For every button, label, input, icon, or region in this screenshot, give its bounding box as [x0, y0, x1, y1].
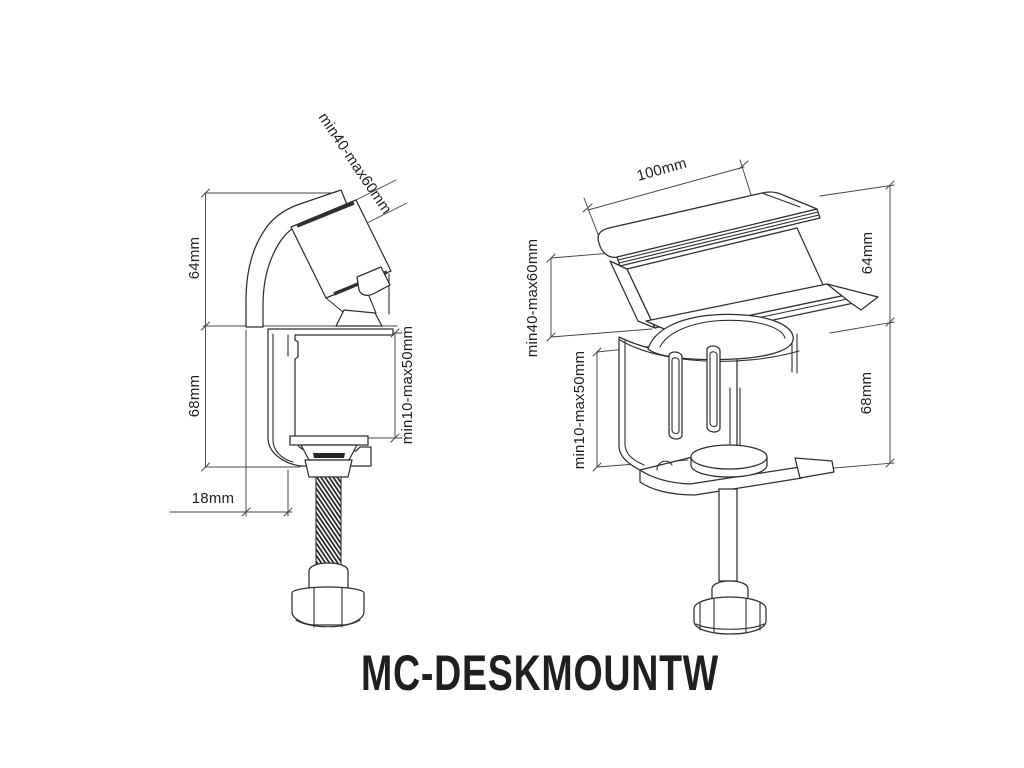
dim-label-lower-height-perspective: 68mm	[858, 372, 875, 414]
knob-neck-side	[308, 562, 349, 591]
dim-label-plate-width: 100mm	[635, 155, 689, 185]
perspective-view-drawing: 100mm min40-max60mm min10-max50mm 64mm 6…	[524, 155, 895, 635]
clamp-screw-perspective	[693, 488, 767, 635]
screw-rod	[718, 488, 738, 582]
holder-bracket-arm	[245, 189, 349, 328]
product-title: MC-DESKMOUNTW	[361, 645, 719, 701]
clamp-disc-pad	[690, 444, 768, 478]
clamp-top-jaw-perspective	[619, 313, 800, 362]
knob-body-side	[291, 586, 365, 626]
dim-label-vesa-range-perspective: min40-max60mm	[524, 239, 541, 357]
clamp-body-side	[267, 328, 394, 628]
screw-boss	[304, 459, 353, 478]
clamp-pad-plate	[289, 435, 369, 446]
knob-body	[693, 596, 767, 635]
dim-label-back-offset-side: 18mm	[192, 490, 234, 507]
clamp-slots	[668, 345, 721, 440]
pad-contact-band	[313, 453, 345, 458]
holder-bottom-tab	[356, 266, 391, 296]
side-view-drawing: min40-max60mm 64mm 68mm 18mm min10-max50…	[169, 110, 416, 628]
rod-inside-clamp	[729, 387, 741, 451]
dim-label-clamp-range-side: min10-max50mm	[399, 326, 416, 444]
threaded-rod	[315, 476, 342, 567]
holder-body-perspective	[609, 227, 825, 329]
clamp-bottom-arm-perspective	[639, 457, 835, 496]
side-view-dimension-lines	[169, 179, 408, 517]
holder-foot	[335, 309, 383, 327]
dim-label-clamp-range-perspective: min10-max50mm	[571, 351, 588, 469]
dim-label-upper-height-perspective: 64mm	[859, 232, 876, 274]
vesa-plate-perspective	[597, 191, 821, 267]
monitor-holder-side	[245, 189, 392, 328]
dim-label-lower-height-side: 68mm	[186, 375, 203, 417]
dim-label-upper-height-side: 64mm	[186, 237, 203, 279]
